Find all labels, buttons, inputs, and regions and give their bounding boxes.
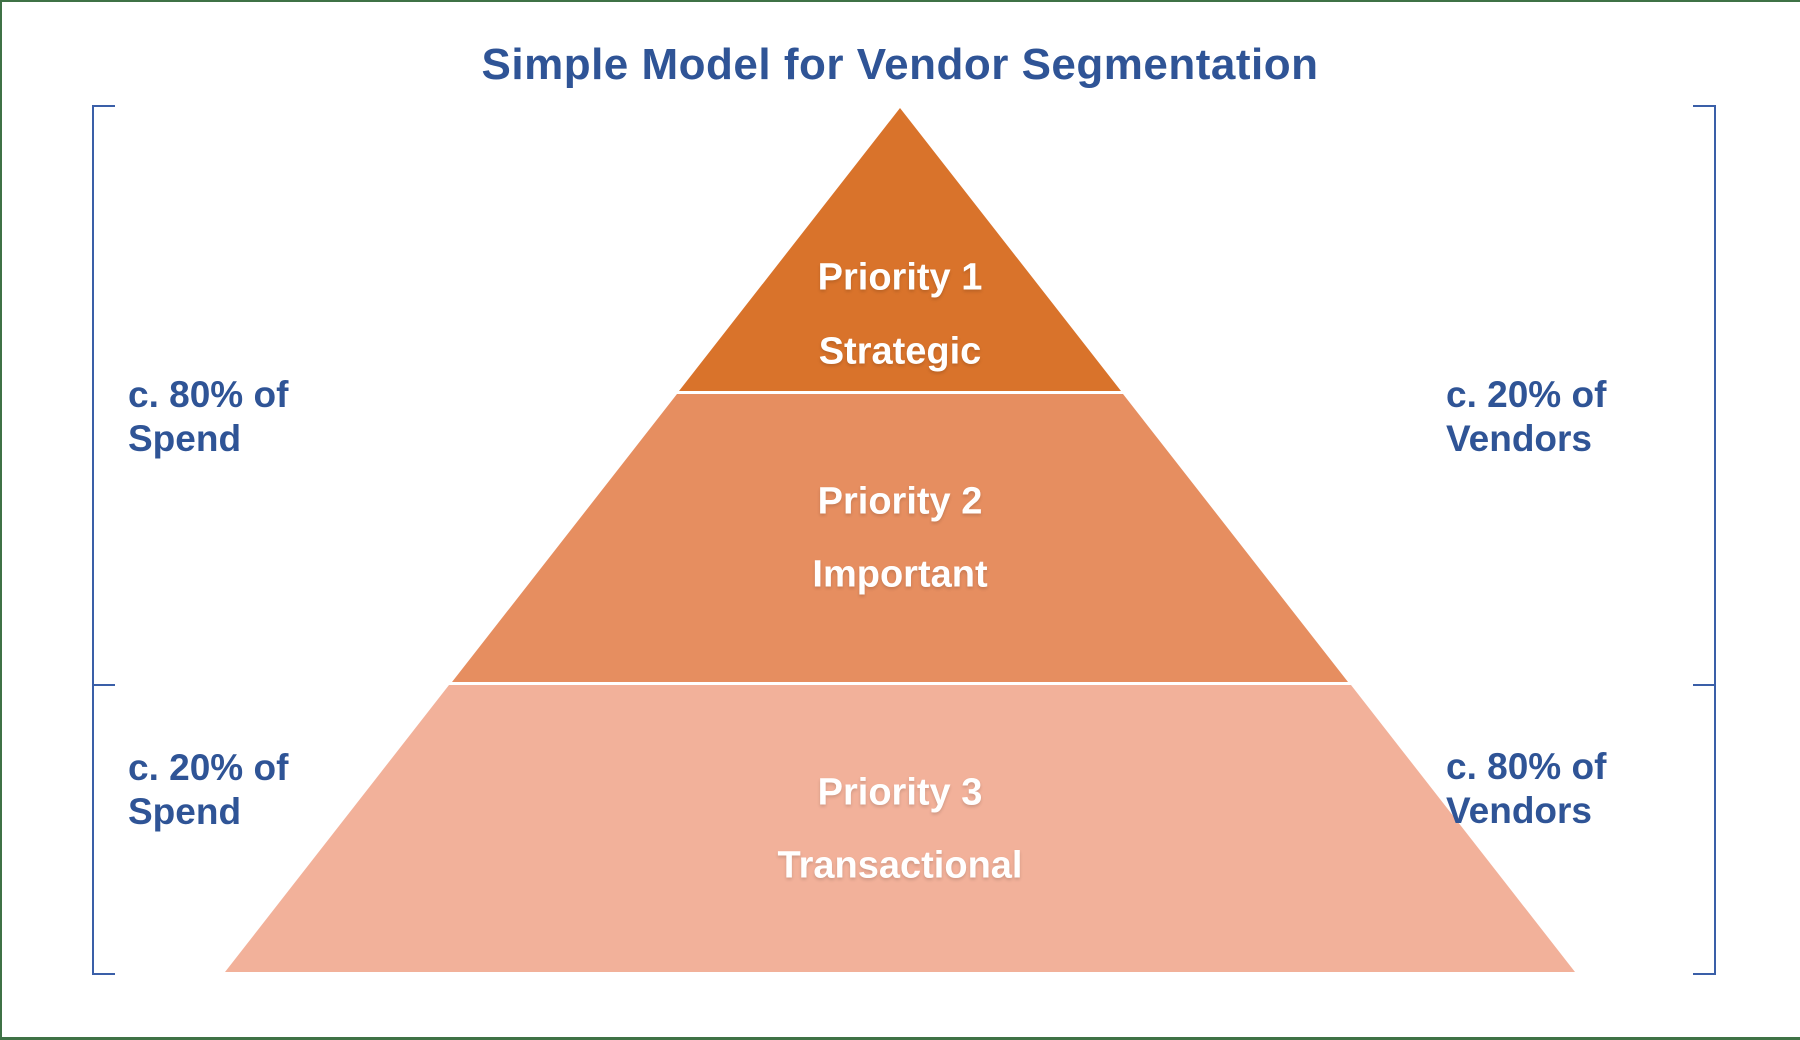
left-bracket-line [92, 105, 94, 975]
tier3-label-text: Transactional [777, 844, 1023, 887]
tier3-priority-text: Priority 3 [817, 771, 983, 814]
right-bracket-tick-bottom [1693, 973, 1716, 975]
right-bracket-line [1714, 105, 1716, 975]
tier1-priority-text: Priority 1 [817, 256, 983, 299]
left-bracket-tick-top [92, 105, 115, 107]
diagram-title: Simple Model for Vendor Segmentation [481, 40, 1319, 89]
annotation-line: Spend [128, 791, 242, 832]
annotation-vendors-20: c. 20% of Vendors [1446, 373, 1606, 461]
annotation-line: c. 80% of [1446, 746, 1607, 787]
tier2-priority-text: Priority 2 [817, 480, 983, 523]
annotation-spend-80: c. 80% of Spend [128, 373, 288, 461]
right-bracket-tick-top [1693, 105, 1716, 107]
annotation-line: Spend [128, 418, 242, 459]
tier1-label-text: Strategic [818, 330, 982, 373]
page-border-left [0, 0, 2, 1040]
annotation-spend-20: c. 20% of Spend [128, 746, 288, 834]
page-border-top [0, 0, 1800, 2]
tier2-label-text: Important [812, 553, 988, 596]
annotation-line: c. 20% of [1446, 374, 1607, 415]
pyramid-tier-transactional [225, 685, 1575, 972]
pyramid-diagram [225, 108, 1575, 972]
page-border-bottom [0, 1037, 1800, 1040]
annotation-line: c. 20% of [128, 747, 289, 788]
annotation-line: Vendors [1446, 790, 1592, 831]
right-bracket-tick-middle [1693, 684, 1716, 686]
annotation-line: Vendors [1446, 418, 1592, 459]
annotation-line: c. 80% of [128, 374, 289, 415]
left-bracket-tick-middle [92, 684, 115, 686]
annotation-vendors-80: c. 80% of Vendors [1446, 745, 1606, 833]
left-bracket-tick-bottom [92, 973, 115, 975]
